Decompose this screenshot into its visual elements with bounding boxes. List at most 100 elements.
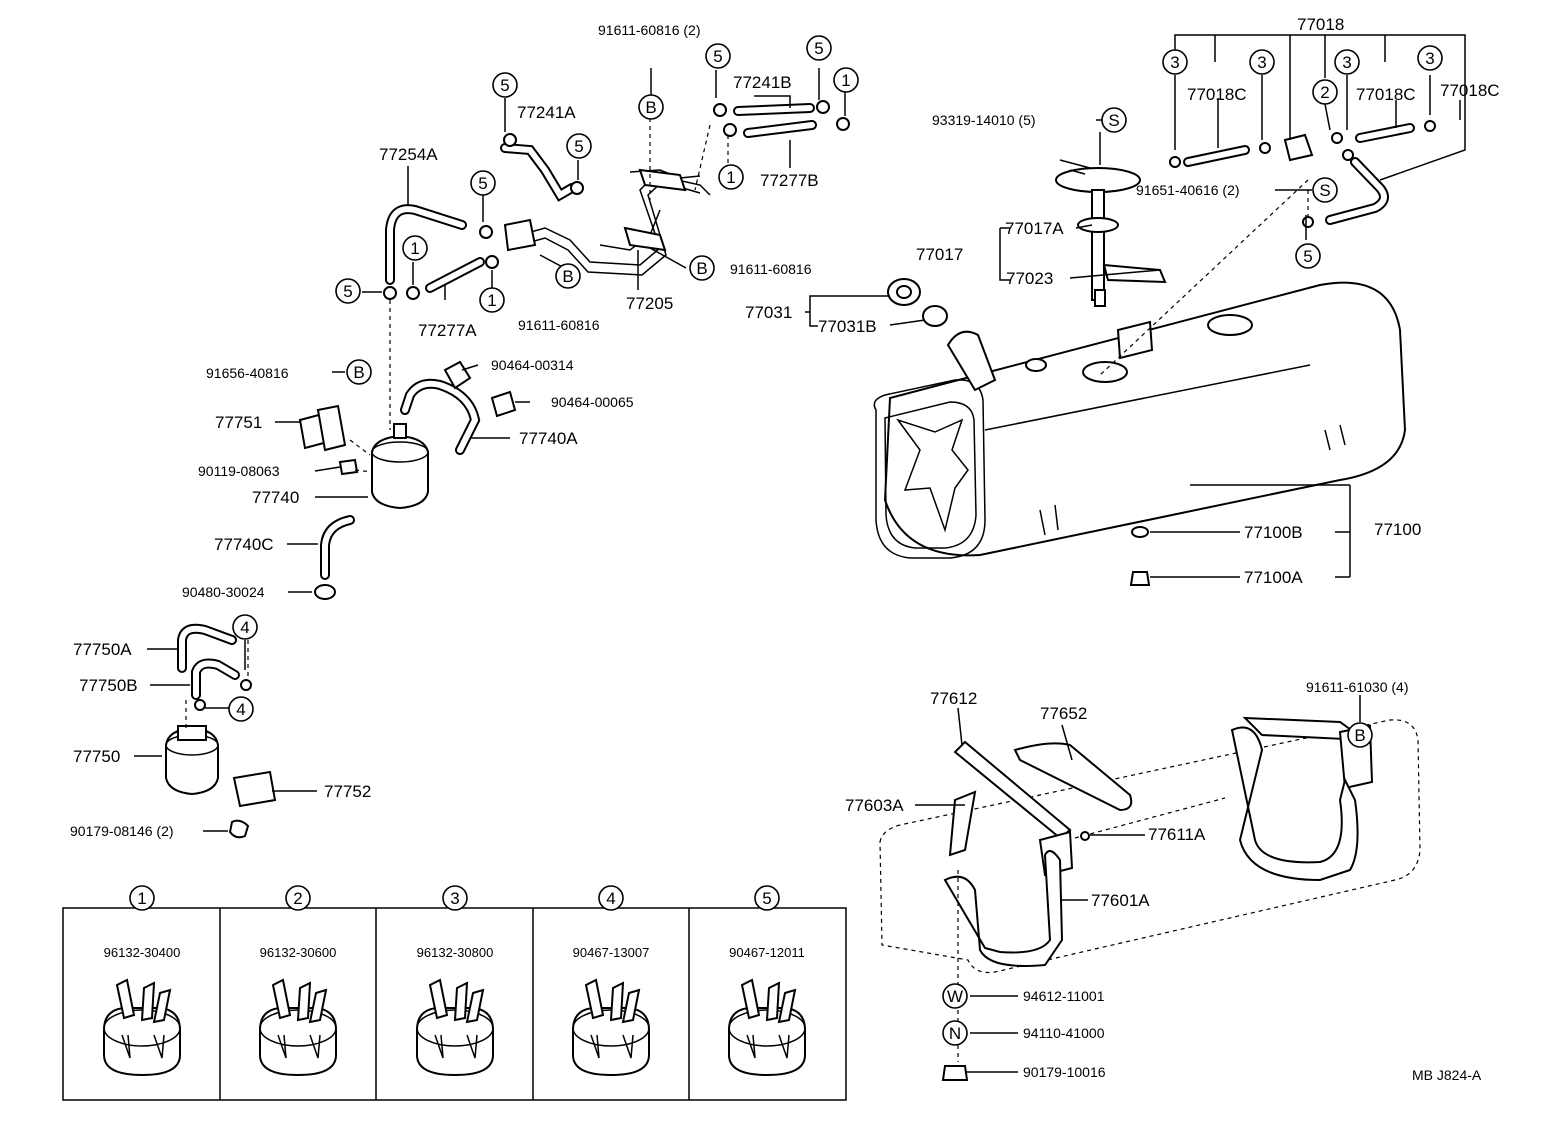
marker-5: 5 — [1295, 243, 1321, 269]
clamp-icon — [728, 1007, 806, 1077]
svg-text:3: 3 — [1170, 53, 1179, 72]
clamp-slot — [121, 1034, 131, 1059]
svg-text:5: 5 — [814, 39, 823, 58]
label-91611-60816-b: 91611-60816 — [730, 261, 812, 277]
clamp-part-number: 96132-30800 — [417, 945, 494, 960]
svg-text:5: 5 — [478, 174, 487, 193]
svg-text:5: 5 — [713, 47, 722, 66]
marker-n: N — [942, 1020, 968, 1046]
clamp-slot — [746, 1034, 756, 1059]
marker-s: S — [1101, 107, 1127, 133]
clamp-part-number: 96132-30400 — [104, 945, 181, 960]
clamp-tab — [428, 978, 449, 1020]
label-77740C: 77740C — [214, 535, 274, 554]
drain-plug — [1129, 526, 1151, 586]
label-77740: 77740 — [252, 488, 299, 507]
label-77752: 77752 — [324, 782, 371, 801]
marker-s: S — [1312, 177, 1338, 203]
label-77603A: 77603A — [845, 796, 904, 815]
clamp-icon — [572, 1007, 650, 1077]
label-77100A: 77100A — [1244, 568, 1303, 587]
svg-text:5: 5 — [574, 137, 583, 156]
label-77018: 77018 — [1297, 15, 1344, 34]
marker-b: B — [638, 94, 664, 120]
clamp-slot — [153, 1034, 165, 1059]
label-77611A: 77611A — [1148, 825, 1206, 844]
label-77031: 77031 — [745, 303, 792, 322]
clamp-tab — [765, 981, 781, 1022]
marker-3: 3 — [1249, 49, 1275, 75]
label-94612-11001: 94612-11001 — [1023, 988, 1105, 1004]
hoses-left — [383, 100, 850, 300]
label-77277B: 77277B — [760, 171, 819, 190]
clamp-part-number: 96132-30600 — [260, 945, 337, 960]
fuel-sender-gauge — [1055, 159, 1167, 307]
clamp-tab — [140, 981, 156, 1022]
clamp-tab — [453, 981, 469, 1022]
vsv-assembly — [165, 623, 277, 839]
clamp-number: 2 — [293, 889, 302, 908]
clamp-part-number: 90467-12011 — [729, 945, 805, 960]
svg-text:B: B — [562, 267, 573, 286]
svg-text:1: 1 — [487, 291, 496, 310]
label-91611-61030: 91611-61030 (4) — [1306, 679, 1408, 695]
svg-text:5: 5 — [1303, 247, 1312, 266]
label-90464-00065: 90464-00065 — [551, 394, 634, 410]
marker-b: B — [689, 255, 715, 281]
label-77017A: 77017A — [1005, 219, 1064, 238]
label-77100: 77100 — [1374, 520, 1421, 539]
svg-text:B: B — [353, 363, 364, 382]
label-77254A: 77254A — [379, 145, 438, 164]
marker-5: 5 — [470, 170, 496, 196]
clamp-number-marker — [129, 885, 155, 911]
clamp-table: 196132-30400296132-30600396132-308004904… — [62, 885, 847, 1101]
label-77100B: 77100B — [1244, 523, 1303, 542]
clamp-cell-3: 3 96132-30800 — [416, 885, 494, 1077]
label-77018C: 77018C — [1187, 85, 1247, 104]
marker-b: B — [555, 263, 581, 289]
svg-text:1: 1 — [726, 168, 735, 187]
clamp-number-marker — [442, 885, 468, 911]
svg-text:3: 3 — [1257, 53, 1266, 72]
clamp-slot — [622, 1034, 634, 1059]
clamp-slot — [434, 1034, 444, 1059]
label-77018C: 77018C — [1356, 85, 1416, 104]
diagram-code: MB J824-A — [1412, 1067, 1482, 1083]
label-91611-60816-2: 91611-60816 (2) — [598, 22, 700, 38]
svg-text:5: 5 — [500, 76, 509, 95]
svg-text:4: 4 — [236, 700, 245, 719]
svg-text:N: N — [949, 1024, 961, 1043]
marker-5: 5 — [705, 43, 731, 69]
label-91651-40616: 91651-40616 (2) — [1136, 182, 1240, 198]
clamp-slot — [277, 1034, 287, 1059]
svg-text:B: B — [1354, 726, 1365, 745]
clamp-slot — [466, 1034, 478, 1059]
svg-text:1: 1 — [841, 71, 850, 90]
marker-2: 2 — [1312, 79, 1338, 105]
marker-3: 3 — [1162, 49, 1188, 75]
marker-1: 1 — [402, 235, 428, 261]
clamp-tab — [308, 988, 328, 1024]
label-77751: 77751 — [215, 413, 262, 432]
marker-5: 5 — [806, 35, 832, 61]
clamp-slot — [309, 1034, 321, 1059]
clamp-number-marker — [285, 885, 311, 911]
svg-text:W: W — [947, 987, 963, 1006]
label-90179-10016: 90179-10016 — [1023, 1064, 1106, 1080]
marker-5: 5 — [335, 278, 361, 304]
svg-text:2: 2 — [1320, 83, 1329, 102]
label-77018C: 77018C — [1440, 81, 1500, 100]
label-94110-41000: 94110-41000 — [1023, 1025, 1105, 1041]
clamp-cell-2: 2 96132-30600 — [259, 885, 337, 1077]
clamp-number: 3 — [450, 889, 459, 908]
svg-text:S: S — [1108, 111, 1119, 130]
fuel-tank — [873, 281, 1407, 559]
label-77750A: 77750A — [73, 640, 132, 659]
leader-lines — [134, 34, 1466, 1073]
label-93319-14010: 93319-14010 (5) — [932, 112, 1036, 128]
clamp-tab — [740, 978, 761, 1020]
label-77241B: 77241B — [733, 73, 792, 92]
label-77652: 77652 — [1040, 704, 1087, 723]
